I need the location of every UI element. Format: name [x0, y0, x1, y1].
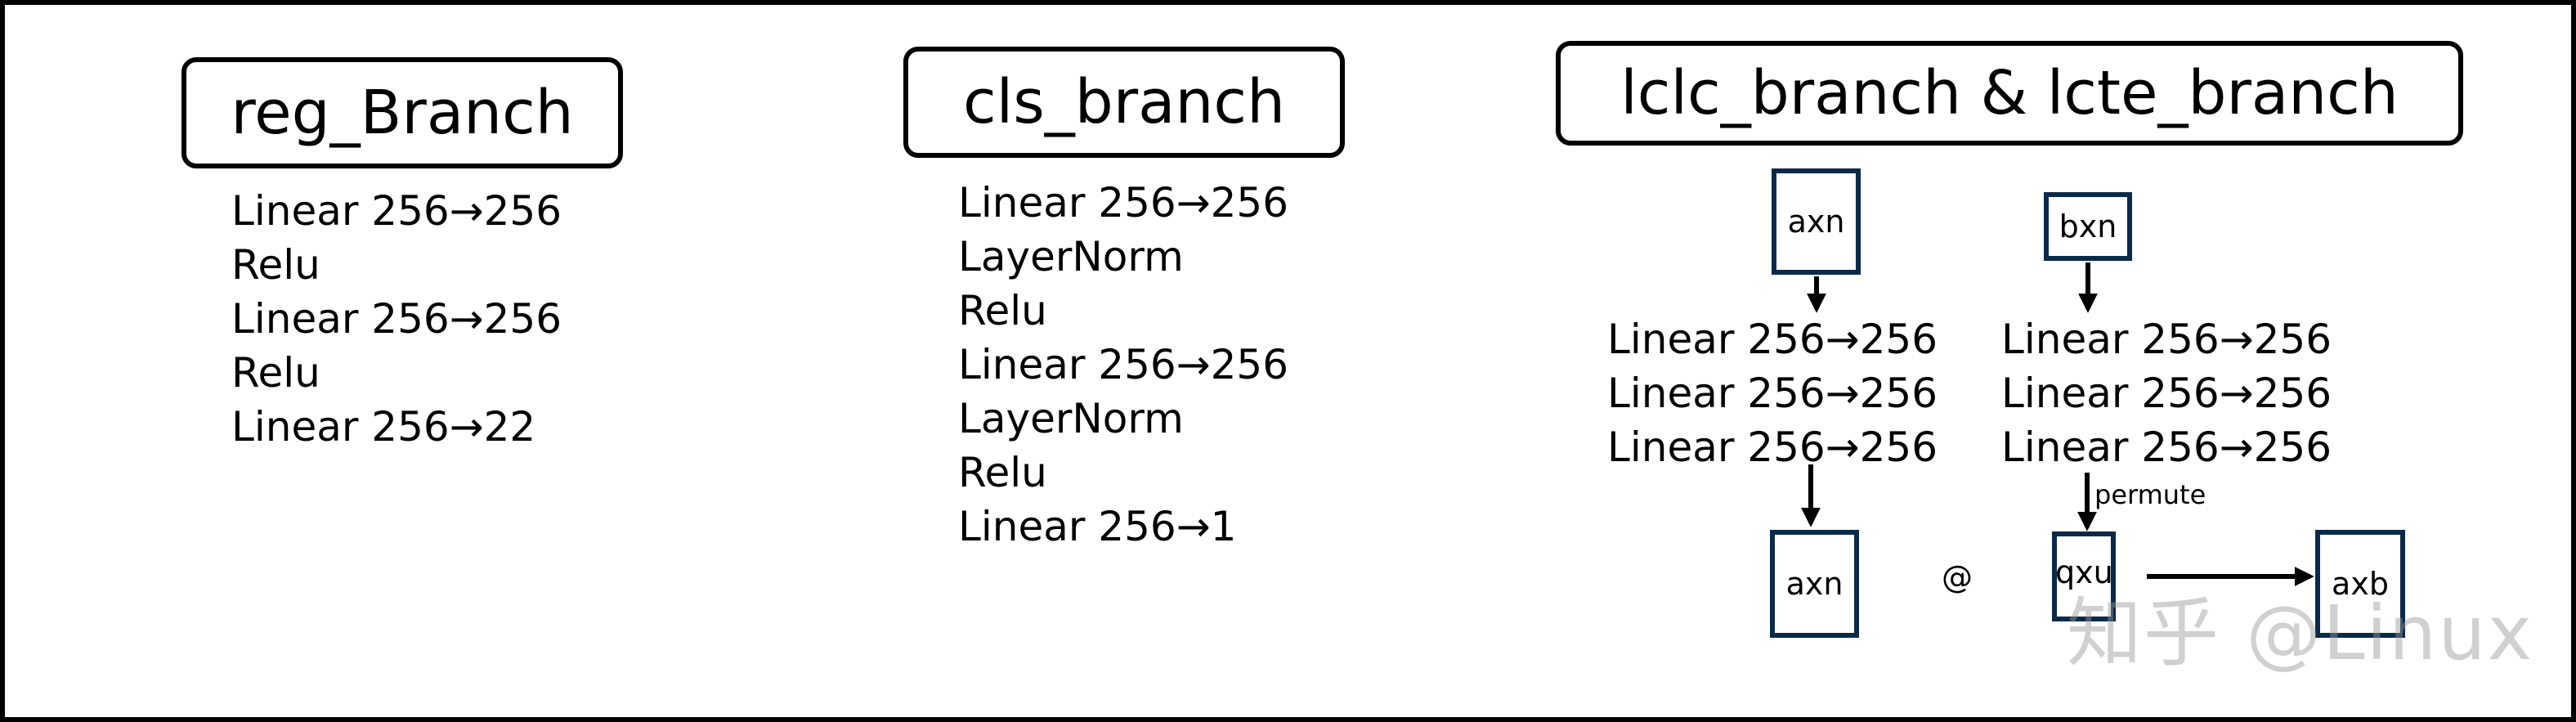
permute-label: permute: [2094, 479, 2206, 510]
left-input-label: axn: [1787, 204, 1845, 240]
cls-layer-7: Linear 256→1: [958, 503, 1237, 550]
watermark: 知乎 @Linux: [2067, 590, 2534, 677]
left-branch-layers: Linear 256→256 Linear 256→256 Linear 256…: [1607, 312, 1938, 474]
cls-layer-2: LayerNorm: [958, 233, 1184, 280]
reg-layer-3: Linear 256→256: [231, 295, 562, 343]
reg-layer-1: Linear 256→256: [231, 187, 562, 235]
left-layer-3: Linear 256→256: [1607, 424, 1938, 471]
cls-layer-3: Relu: [958, 287, 1047, 334]
reg-branch-layers: Linear 256→256 Relu Linear 256→256 Relu …: [231, 184, 562, 454]
reg-layer-5: Linear 256→22: [231, 403, 536, 451]
cls-layer-5: LayerNorm: [958, 395, 1184, 442]
reg-layer-4: Relu: [231, 349, 320, 397]
lclc-branch-title: lclc_branch & lcte_branch: [1620, 58, 2399, 128]
result-label: axb: [2332, 566, 2389, 602]
cls-layer-4: Linear 256→256: [958, 341, 1289, 388]
left-output-box: axn: [1770, 530, 1859, 638]
right-input-box: bxn: [2044, 192, 2132, 261]
reg-layer-2: Relu: [231, 241, 320, 289]
reg-branch-title-box: reg_Branch: [181, 57, 623, 168]
result-box: axb: [2315, 530, 2405, 638]
right-layer-1: Linear 256→256: [2001, 316, 2332, 363]
permuted-output-box: nxb: [2052, 531, 2116, 621]
cls-branch-layers: Linear 256→256 LayerNorm Relu Linear 256…: [958, 176, 1288, 554]
right-layer-3: Linear 256→256: [2001, 424, 2332, 471]
matmul-symbol: @: [1942, 559, 1973, 595]
lclc-branch-title-box: lclc_branch & lcte_branch: [1556, 41, 2463, 146]
cls-layer-1: Linear 256→256: [958, 179, 1289, 226]
cls-branch-title-box: cls_branch: [903, 47, 1345, 158]
cls-layer-6: Relu: [958, 449, 1047, 496]
left-layer-2: Linear 256→256: [1607, 370, 1938, 417]
right-branch-layers: Linear 256→256 Linear 256→256 Linear 256…: [2001, 312, 2332, 474]
left-output-label: axn: [1785, 566, 1844, 602]
cls-branch-title: cls_branch: [962, 67, 1286, 137]
left-input-box: axn: [1772, 168, 1861, 275]
right-input-label: bxn: [2059, 209, 2117, 244]
left-layer-1: Linear 256→256: [1607, 316, 1938, 363]
right-layer-2: Linear 256→256: [2001, 370, 2332, 417]
reg-branch-title: reg_Branch: [231, 78, 574, 148]
